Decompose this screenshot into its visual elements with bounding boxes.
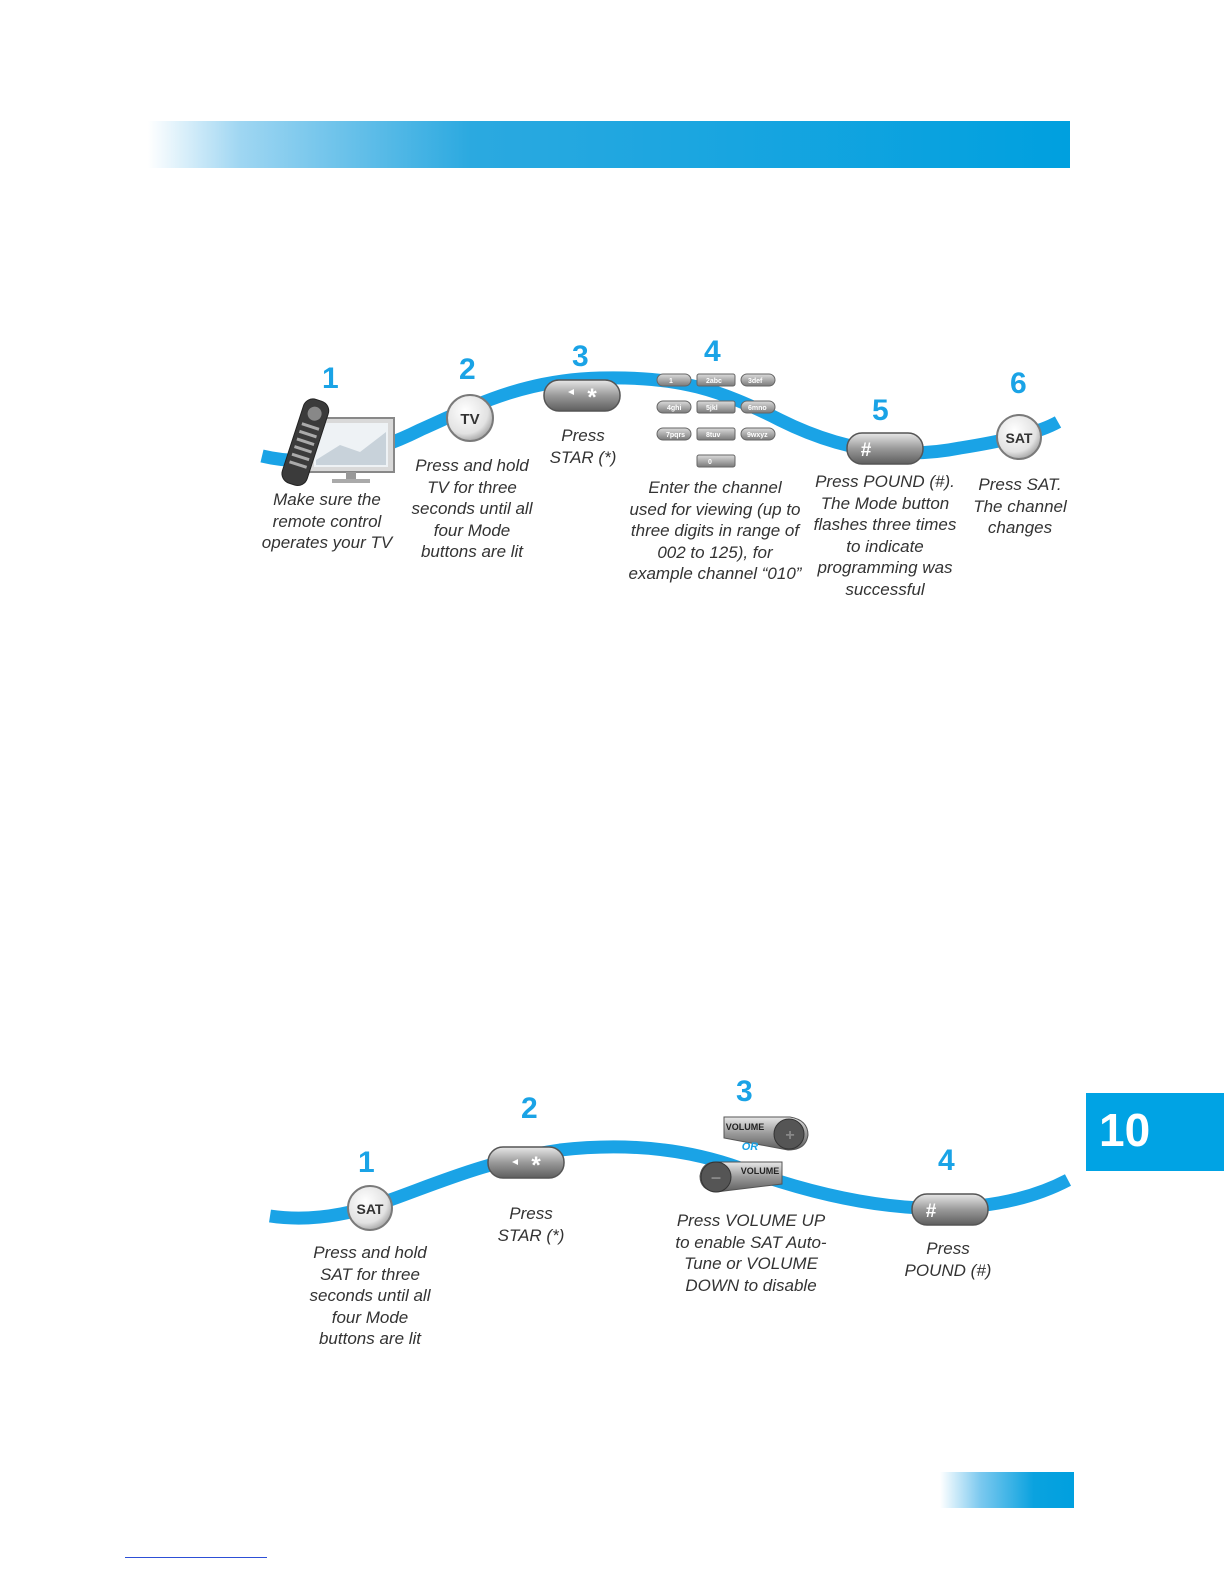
keypad-key-label: 8tuv [706,432,721,439]
step-number: 5 [872,394,889,428]
svg-text:*: * [531,1152,541,1179]
step-number: 2 [521,1092,538,1126]
svg-text:SAT: SAT [357,1201,384,1217]
step-caption: Press and hold TV for three seconds unti… [408,455,536,563]
step-number: 2 [459,353,476,387]
keypad-key-label: 3def [748,378,763,385]
step-caption: Enter the channel used for viewing (up t… [628,477,802,585]
keypad-key-label: 4ghi [667,405,681,412]
tv-remote-icon [279,396,394,488]
tv-button-icon: TV [447,395,493,441]
step-number: 1 [358,1146,375,1180]
star-button-icon: * [544,380,620,411]
svg-text:SAT: SAT [1006,430,1033,446]
keypad-key-label: 7pqrs [666,432,685,439]
svg-text:–: – [711,1167,721,1187]
svg-text:OR: OR [742,1141,759,1153]
step-number: 3 [572,340,589,374]
keypad-key-label: 2abc [706,378,722,385]
chapter-number: 10 [1099,1103,1150,1157]
step-caption: Press STAR (*) [540,425,626,468]
svg-text:VOLUME: VOLUME [741,1166,780,1176]
keypad-key-label: 5jkl [706,405,718,412]
sat-button-icon: SAT [348,1186,392,1230]
step-number: 1 [322,362,339,396]
svg-text:#: # [861,440,872,461]
keypad-key-label: 1 [669,378,673,385]
step-caption: Press POUND (#). The Mode button flashes… [806,471,964,600]
svg-text:#: # [926,1201,937,1222]
keypad-key-label: 6mno [748,405,767,412]
svg-text:*: * [587,384,597,411]
svg-text:TV: TV [460,411,479,428]
step-caption: Press SAT. The channel changes [968,474,1072,539]
keypad-key-label: 9wxyz [747,432,768,439]
star-button-icon: * [488,1147,564,1179]
step-caption: Press and hold SAT for three seconds unt… [304,1242,436,1350]
svg-text:+: + [785,1127,794,1144]
step-caption: Press VOLUME UP to enable SAT Auto-Tune … [668,1210,834,1296]
step-number: 4 [938,1144,955,1178]
sat-button-icon: SAT [997,415,1041,459]
step-number: 3 [736,1075,753,1109]
pound-button-icon: # [912,1194,988,1225]
step-caption: Press POUND (#) [898,1238,998,1281]
step-caption: Press STAR (*) [488,1203,574,1246]
step-number: 4 [704,335,721,369]
pound-button-icon: # [847,433,923,464]
step-caption: Make sure the remote control operates yo… [256,489,398,554]
svg-text:VOLUME: VOLUME [726,1122,765,1132]
page-number-bar [940,1472,1074,1508]
step-number: 6 [1010,367,1027,401]
footer-rule [125,1557,267,1558]
keypad-key-label: 0 [708,459,712,466]
